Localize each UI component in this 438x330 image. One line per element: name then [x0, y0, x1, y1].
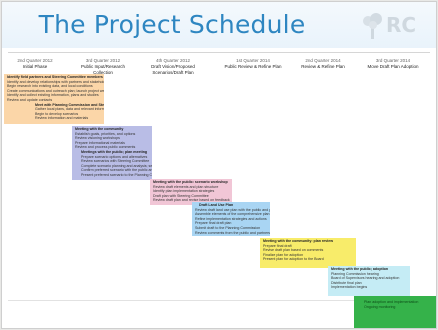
bar-line: Establish goals, priorities, and options [75, 131, 136, 136]
bar-line: Submit draft to the Planning Commission [195, 225, 261, 230]
header-rule [8, 52, 430, 53]
schedule-bar-public-review: Meeting with the community: plan review … [260, 238, 356, 268]
bar-line: Begin research into existing data, and l… [7, 84, 93, 89]
phase-quarter: 2nd Quarter 2014 [305, 58, 341, 63]
bar-line: Prepare final draft [263, 243, 292, 248]
bar-line: Gather local plans, data and relevant in… [35, 107, 104, 112]
bar-line: Ongoing monitoring [364, 304, 396, 309]
phase-quarter: 3rd Quarter 2012 [85, 58, 121, 63]
bar-line: Meeting with the public; adoption [331, 267, 389, 271]
phase-label: Initial Phase [22, 64, 48, 69]
bar-line: Meetings with the public; plan meeting [81, 149, 148, 154]
bar-line: Present preferred scenario to the Planni… [81, 172, 152, 177]
bar-line: Review scenarios with Steering Committee [81, 159, 150, 164]
bar-line: Meeting with the community [75, 127, 124, 131]
bar-line: Complete scenario planning and analysis;… [81, 163, 152, 168]
bar-line: Review draft elements and plan structure [153, 184, 219, 189]
bar-line: Meeting with the public: scenario worksh… [153, 180, 228, 184]
bar-line: Identify and collect existing informatio… [7, 93, 99, 98]
phase-header: 3rd Quarter 2014 Move Draft Plan Adoptio… [362, 58, 424, 70]
phase-header: 2nd Quarter 2014 Review & Refine Plan [292, 58, 354, 70]
bar-line: Board of Supervisors hearing and adoptio… [331, 276, 400, 281]
schedule-bar-draft-vision: Meeting with the public: scenario worksh… [150, 179, 232, 205]
bar-line: Revise draft plan based on comments [263, 248, 324, 253]
bar-line: Review and process public comments [75, 145, 136, 150]
bar-line: Create communications and outreach plan;… [7, 88, 104, 93]
phase-quarter: 2nd Quarter 2012 [17, 58, 53, 63]
tree-logo-icon [363, 13, 382, 39]
logo-text: RC [386, 13, 417, 37]
bar-line: Identify field partners and Steering Com… [7, 75, 103, 79]
bar-line: Prepare scenario options and alternative… [81, 154, 148, 159]
bar-line: Review visioning workshops [75, 136, 120, 141]
phase-header: 4th Quarter 2012 Draft Vision/Proposed S… [142, 58, 204, 76]
phase-label: Draft Vision/Proposed Scenarios/Draft Pl… [151, 64, 195, 75]
bar-line: Prepare informational materials [75, 140, 125, 145]
bar-line: Review comments from the public and part… [195, 230, 270, 235]
phase-header: 2nd Quarter 2012 Initial Phase [4, 58, 66, 70]
bar-line: Review information and materials [35, 116, 89, 121]
bar-line: Present plan for adoption to the Board [263, 257, 324, 262]
phase-quarter: 1st Quarter 2014 [236, 58, 270, 63]
phase-label: Review & Refine Plan [301, 64, 345, 69]
schedule-bar-initial: Identify field partners and Steering Com… [4, 74, 104, 124]
slide-title: The Project Schedule [38, 10, 306, 39]
bar-line: Distribute final plan [331, 280, 362, 285]
bar-line: Assemble elements of the comprehensive p… [195, 212, 270, 217]
logo: RC [360, 11, 430, 41]
phase-quarter: 4th Quarter 2012 [155, 58, 191, 63]
footer-rule [8, 300, 430, 301]
bar-line: Finalize plan for adoption [263, 252, 304, 257]
bar-line: Refine implementation strategies and act… [195, 216, 267, 221]
bar-line: Implementation begins [331, 285, 368, 290]
schedule-bar-adoption: Meeting with the public; adoption Planni… [328, 266, 410, 296]
schedule-bar-land-use: Draft Land Use Plan Review draft land us… [192, 202, 270, 236]
title-bar: The Project Schedule RC [2, 2, 436, 48]
phase-quarter: 3rd Quarter 2014 [375, 58, 411, 63]
phase-label: Move Draft Plan Adoption [367, 64, 419, 69]
bar-line: Review and update contacts [7, 97, 53, 102]
slide: The Project Schedule RC 2nd Quarter 2012… [2, 2, 436, 328]
bar-line: Planning Commission hearing [331, 271, 379, 276]
bar-line: Review draft plan and revise based on fe… [153, 198, 230, 203]
phase-header: 3rd Quarter 2012 Public Input/Research C… [72, 58, 134, 76]
bar-line: Review draft land use plan with the publ… [195, 207, 270, 212]
phase-label: Public Review & Refine Plan [224, 64, 282, 69]
bar-line: Identify and develop relationships with … [7, 79, 104, 84]
schedule-bar-public-input: Meeting with the community Establish goa… [72, 126, 152, 180]
bar-line: Draft plan with Steering Committee [153, 193, 209, 198]
bar-line: Meet with Planning Commission and Steeri… [35, 102, 104, 107]
bar-line: Identify plan implementation strategies [153, 189, 215, 194]
bar-line: Meeting with the community: plan review [263, 239, 334, 243]
bar-line: Confirm preferred scenario with the publ… [81, 168, 152, 173]
phase-header: 1st Quarter 2014 Public Review & Refine … [222, 58, 284, 70]
bar-line: Begin to develop scenarios [35, 111, 79, 116]
bar-line: Prepare final draft plan [195, 221, 232, 226]
schedule-bar-implementation: Plan adoption and implementation Ongoing… [354, 296, 436, 328]
phase-label: Public Input/Research Collection [80, 64, 126, 75]
bar-line: Plan adoption and implementation [364, 300, 419, 304]
bar-line: Draft Land Use Plan [199, 203, 234, 207]
